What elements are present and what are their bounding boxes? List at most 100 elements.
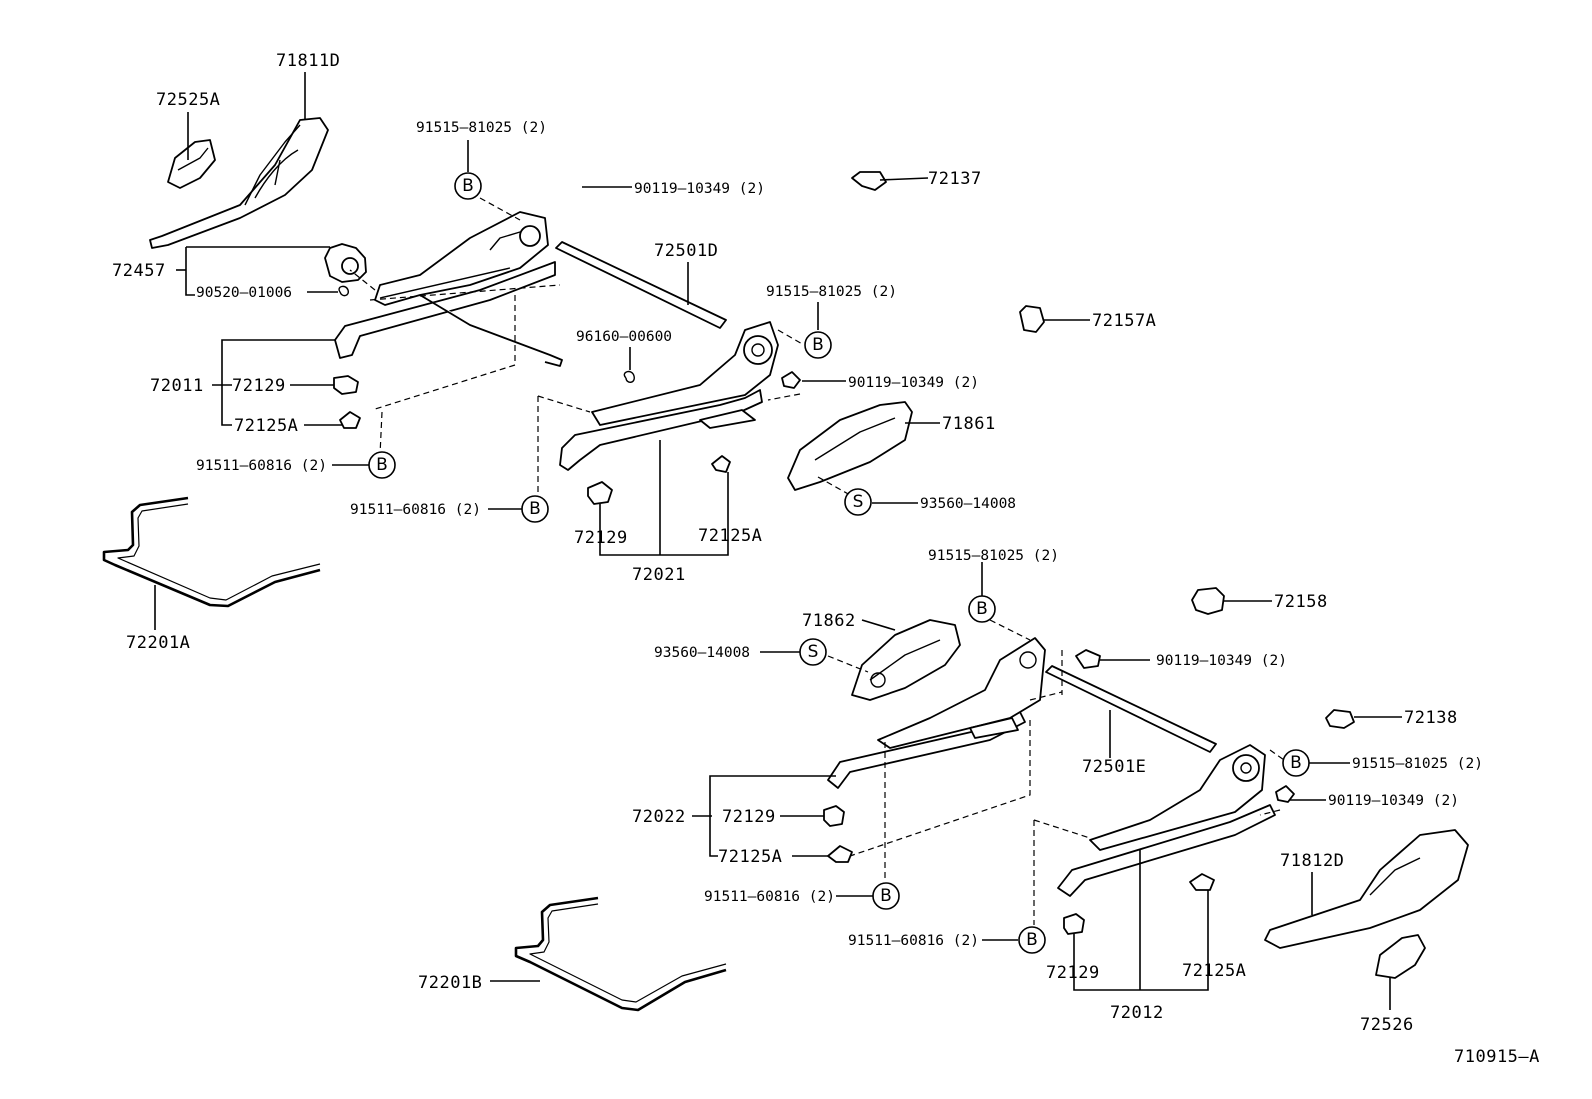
bolt-90119-b-drawing xyxy=(781,371,801,389)
svg-text:B: B xyxy=(880,886,892,906)
label-72129-c: 72129 xyxy=(722,807,776,827)
rod-72501E-drawing xyxy=(1045,665,1217,753)
callout-b-3: B xyxy=(368,451,396,479)
callout-b-5: B xyxy=(968,595,996,623)
clip-90520-drawing xyxy=(338,285,350,297)
label-72125A-c: 72125A xyxy=(718,847,782,867)
label-71812D: 71812D xyxy=(1280,851,1344,871)
label-72501E: 72501E xyxy=(1082,757,1146,777)
callout-b-1: B xyxy=(454,172,482,200)
seat-track-72012-drawing xyxy=(1057,744,1276,897)
callout-b-4: B xyxy=(521,495,549,523)
svg-text:B: B xyxy=(1026,930,1038,950)
label-91511-b: 91511–60816 (2) xyxy=(350,502,481,518)
label-72125A-d: 72125A xyxy=(1182,961,1246,981)
seat-track-72021-drawing xyxy=(559,321,779,471)
label-91515-a: 91515–81025 (2) xyxy=(416,120,547,136)
label-72157A: 72157A xyxy=(1092,311,1156,331)
seat-track-72022-drawing xyxy=(827,637,1046,789)
stabilizer-72201A-drawing xyxy=(102,496,321,608)
stopper-72125A-d-drawing xyxy=(1189,873,1215,891)
label-71811D: 71811D xyxy=(276,51,340,71)
label-72201B: 72201B xyxy=(418,973,482,993)
label-90119-d: 90119–10349 (2) xyxy=(1328,793,1459,809)
label-72012: 72012 xyxy=(1110,1003,1164,1023)
cover-72526-drawing xyxy=(1375,934,1426,979)
seat-track-72011-drawing xyxy=(334,211,563,367)
label-72129-d: 72129 xyxy=(1046,963,1100,983)
stopper-72125A-c-drawing xyxy=(827,845,853,863)
cover-71811D-drawing xyxy=(149,117,329,249)
label-90119-b: 90119–10349 (2) xyxy=(848,375,979,391)
callout-s-2: S xyxy=(799,638,827,666)
clip-72157A-drawing xyxy=(1019,305,1045,333)
label-90520: 90520–01006 xyxy=(196,285,292,301)
label-91511-d: 91511–60816 (2) xyxy=(848,933,979,949)
callout-b-6: B xyxy=(1282,749,1310,777)
label-72021: 72021 xyxy=(632,565,686,585)
svg-text:B: B xyxy=(1290,753,1302,773)
cover-72525A-drawing xyxy=(167,139,216,189)
label-72011: 72011 xyxy=(150,376,204,396)
label-71861: 71861 xyxy=(942,414,996,434)
diagram-reference-code: 710915–A xyxy=(1454,1047,1540,1067)
clip-96160-drawing xyxy=(623,370,635,383)
label-71862: 71862 xyxy=(802,611,856,631)
label-93560-b: 93560–14008 xyxy=(654,645,750,661)
label-72457: 72457 xyxy=(112,261,166,281)
dashed-reference-lines xyxy=(349,197,1285,925)
label-72137: 72137 xyxy=(928,169,982,189)
bolt-90119-d-drawing xyxy=(1275,785,1295,803)
label-72022: 72022 xyxy=(632,807,686,827)
label-72158: 72158 xyxy=(1274,592,1328,612)
clip-72137-drawing xyxy=(851,171,887,191)
clip-72158-drawing xyxy=(1191,587,1225,615)
label-72201A: 72201A xyxy=(126,633,190,653)
label-72526: 72526 xyxy=(1360,1015,1414,1035)
stopper-72129-c-drawing xyxy=(823,805,845,827)
bolt-90119-c-drawing xyxy=(1075,649,1101,669)
label-72125A-a: 72125A xyxy=(234,416,298,436)
label-72138: 72138 xyxy=(1404,708,1458,728)
stopper-72129-b-drawing xyxy=(587,481,613,505)
cover-71812D-drawing xyxy=(1264,829,1469,949)
label-91515-d: 91515–81025 (2) xyxy=(1352,756,1483,772)
svg-text:S: S xyxy=(853,492,864,512)
label-72129-b: 72129 xyxy=(574,528,628,548)
label-93560-a: 93560–14008 xyxy=(920,496,1016,512)
knob-72457-drawing xyxy=(324,243,367,283)
label-91511-a: 91511–60816 (2) xyxy=(196,458,327,474)
leader-lines xyxy=(154,72,1402,1010)
label-91511-c: 91511–60816 (2) xyxy=(704,889,835,905)
rod-72501D-drawing xyxy=(555,241,727,329)
svg-text:B: B xyxy=(462,176,474,196)
label-72125A-b: 72125A xyxy=(698,526,762,546)
stopper-72125A-a-drawing xyxy=(339,411,361,429)
stopper-72129-d-drawing xyxy=(1063,913,1085,935)
part-labels: 71811D 72525A 91515–81025 (2) 90119–1034… xyxy=(112,51,1540,1067)
label-72129-a: 72129 xyxy=(232,376,286,396)
label-91515-b: 91515–81025 (2) xyxy=(766,284,897,300)
svg-text:B: B xyxy=(812,335,824,355)
svg-text:B: B xyxy=(376,455,388,475)
stabilizer-72201B-drawing xyxy=(514,896,727,1012)
label-96160: 96160–00600 xyxy=(576,329,672,345)
svg-text:B: B xyxy=(529,499,541,519)
clip-72138-drawing xyxy=(1325,709,1355,729)
cover-71862-drawing xyxy=(851,619,961,701)
cover-71861-drawing xyxy=(787,401,913,491)
label-90119-a: 90119–10349 (2) xyxy=(634,181,765,197)
stopper-72129-a-drawing xyxy=(333,375,359,395)
callout-b-2: B xyxy=(804,331,832,359)
callout-b-8: B xyxy=(1018,926,1046,954)
stopper-72125A-b-drawing xyxy=(711,455,731,473)
label-72525A: 72525A xyxy=(156,90,220,110)
svg-text:B: B xyxy=(976,599,988,619)
label-91515-c: 91515–81025 (2) xyxy=(928,548,1059,564)
callout-b-7: B xyxy=(872,882,900,910)
callout-s-1: S xyxy=(844,488,872,516)
label-90119-c: 90119–10349 (2) xyxy=(1156,653,1287,669)
svg-text:S: S xyxy=(808,642,819,662)
